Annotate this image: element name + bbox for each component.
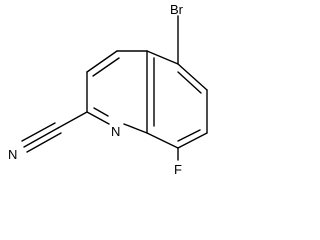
bond-nitrile-3 xyxy=(26,132,62,153)
bond-c7-c8 xyxy=(177,132,208,149)
ring-nitrogen-label: N xyxy=(111,124,120,139)
bond-c4a-c5 xyxy=(146,50,179,65)
structure-canvas: Br F N N xyxy=(8,2,208,177)
bond-nitrile-1 xyxy=(23,127,59,148)
bond-c4-c3 xyxy=(86,50,118,73)
bond-c2-n1 xyxy=(86,111,110,125)
bond-c2-n1-inner xyxy=(93,107,109,117)
nitrile-nitrogen-label: N xyxy=(8,147,17,162)
bond-c5-c6 xyxy=(177,63,208,91)
molecule-drawing: Br F N N xyxy=(8,2,208,177)
bromine-label: Br xyxy=(170,2,184,17)
bond-nitrile-2 xyxy=(21,122,56,142)
bond-c7-c8-inner xyxy=(177,129,201,142)
bond-c4-c3-inner xyxy=(92,57,120,77)
fluorine-label: F xyxy=(174,162,182,177)
bond-c8-c8a xyxy=(146,132,179,149)
bond-n1-c8a xyxy=(123,123,148,134)
bond-c2-cn xyxy=(57,111,88,129)
bond-c6-c6-inner xyxy=(177,71,202,94)
